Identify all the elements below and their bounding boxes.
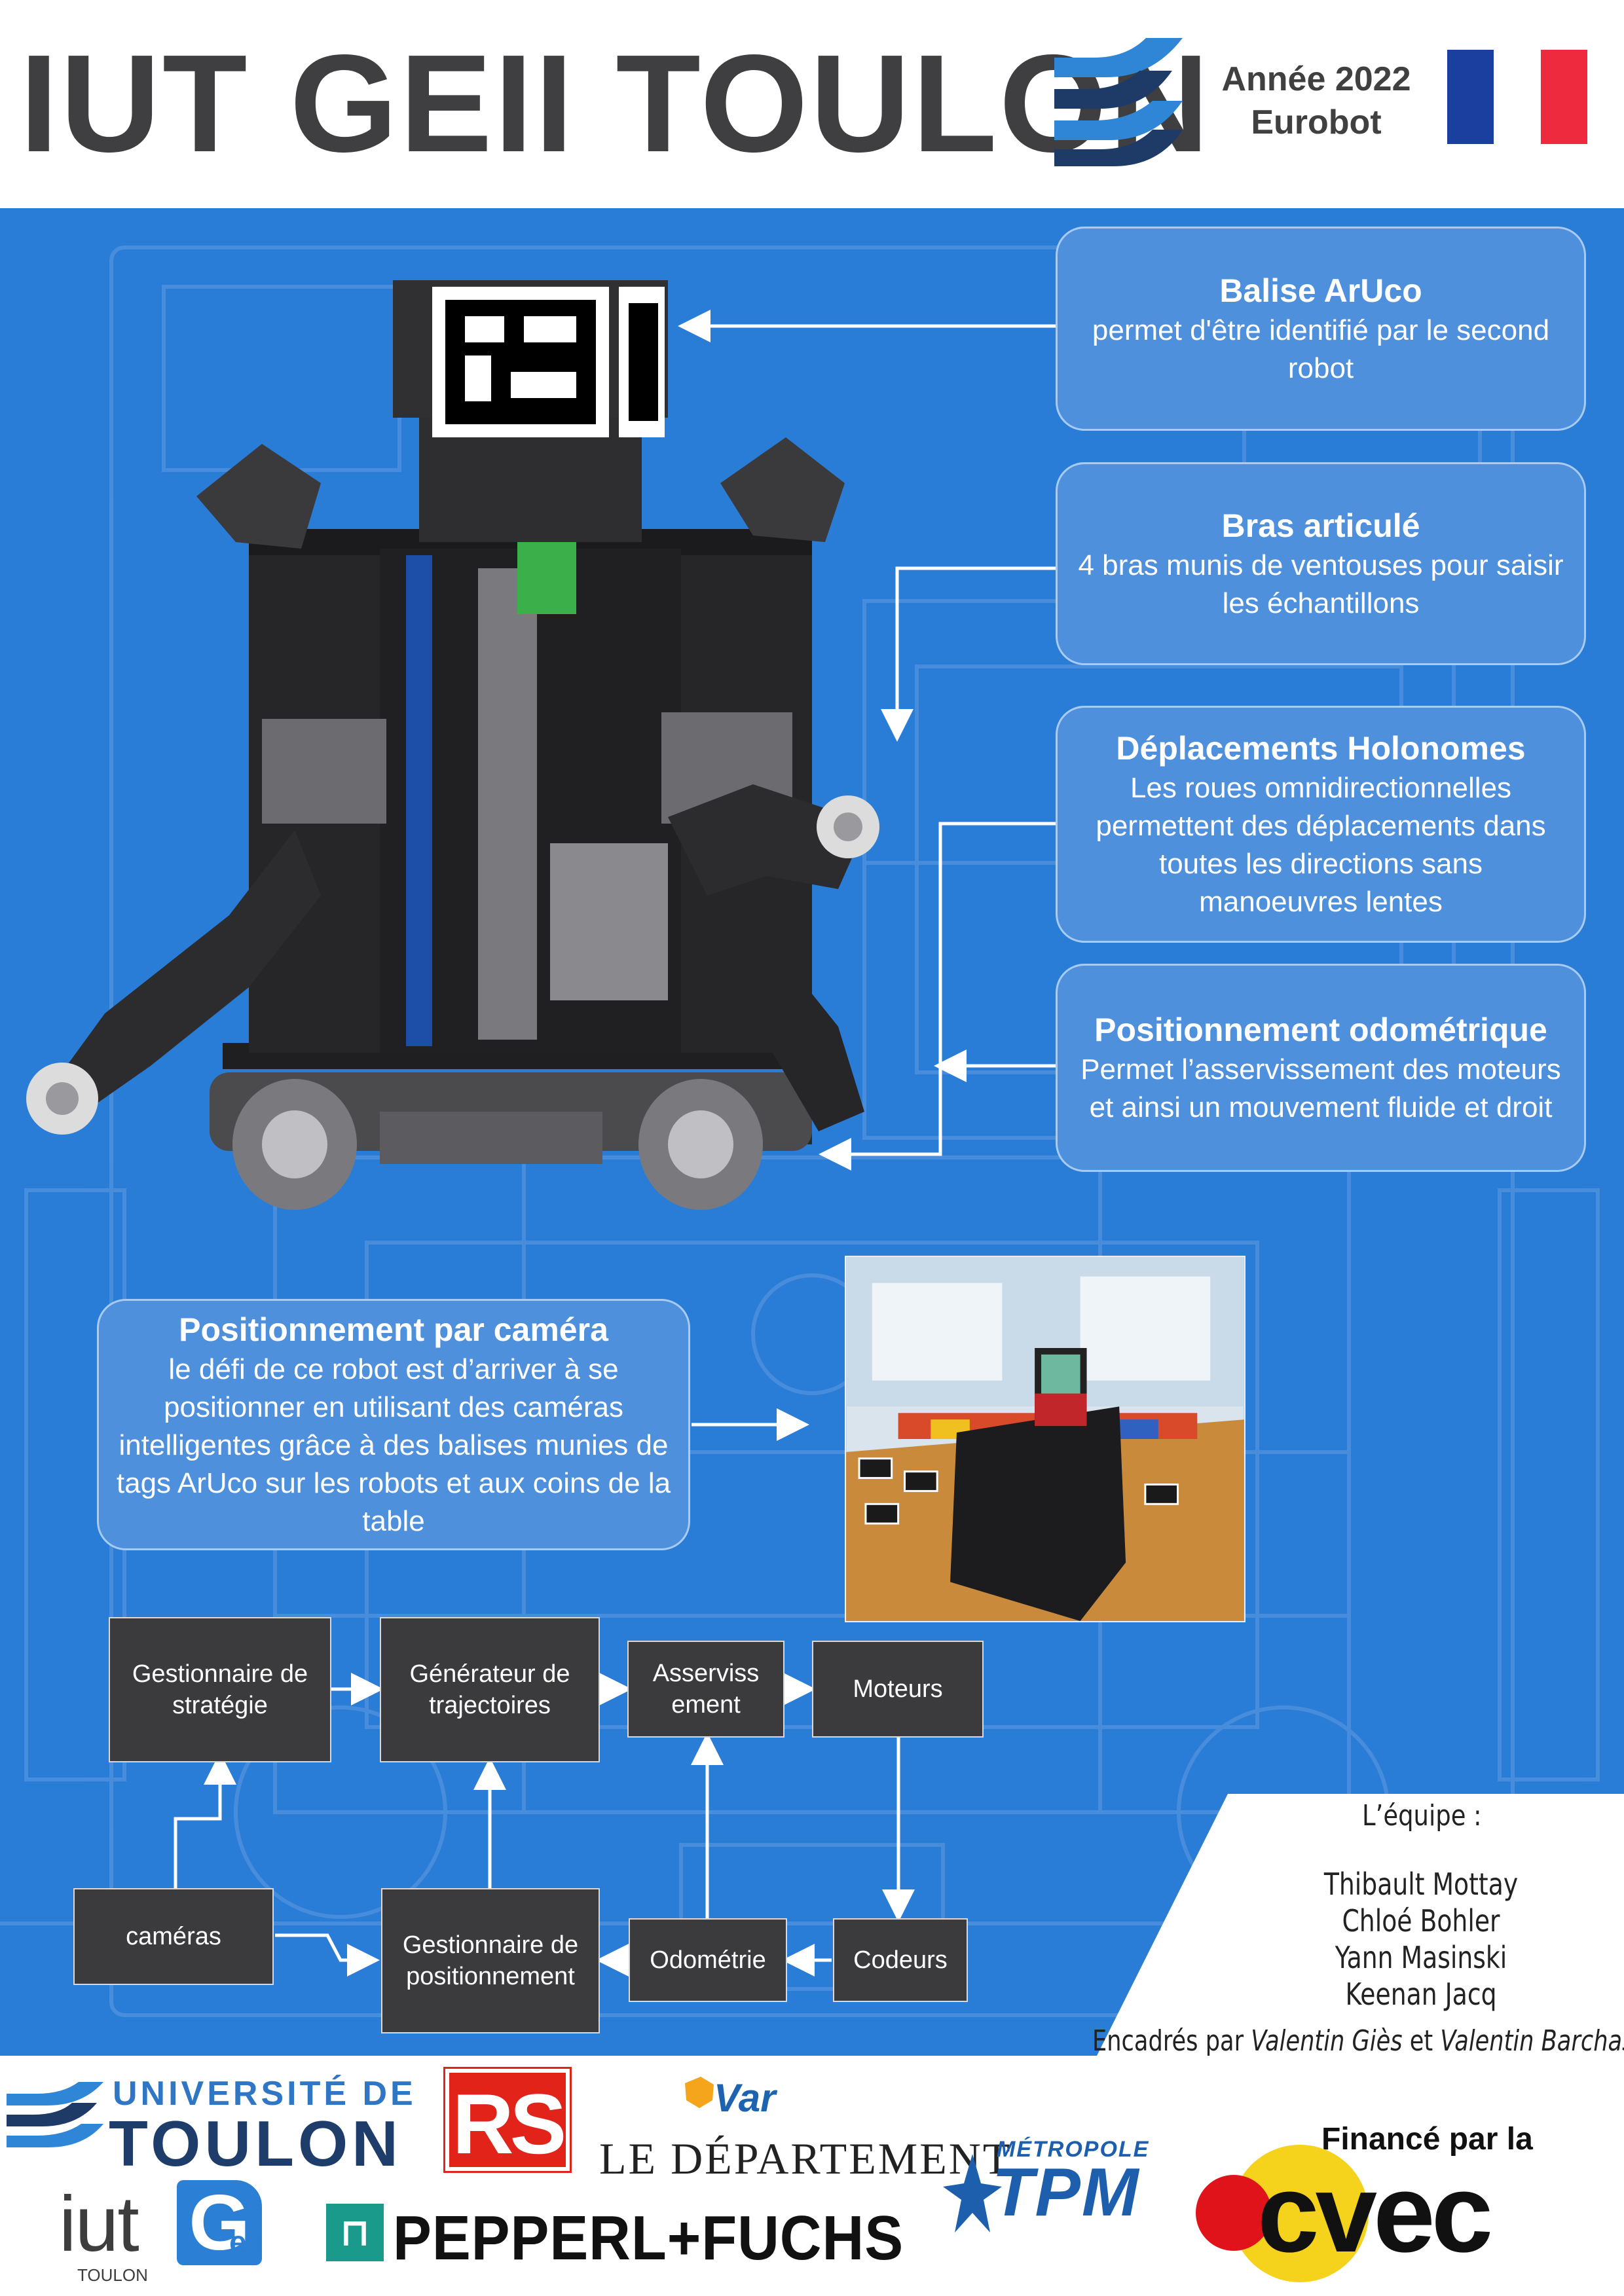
metropole-star-icon bbox=[943, 2154, 1002, 2232]
team-title: L’équipe : bbox=[1362, 1799, 1482, 1832]
callout-aruco: Balise ArUco permet d'être identifié par… bbox=[1056, 227, 1586, 431]
callout-arm-text: 4 bras munis de ventouses pour saisir le… bbox=[1078, 549, 1564, 619]
flow-box-cameras: caméras bbox=[73, 1888, 274, 1985]
callout-odometry-text: Permet l’asservissement des moteurs et a… bbox=[1080, 1053, 1561, 1123]
pepperl-fuchs-logo-icon: ⊓ bbox=[326, 2204, 384, 2261]
event-year: Année 2022 bbox=[1221, 60, 1411, 98]
page-title: IUT GEII TOULON bbox=[20, 26, 1211, 181]
supervisor-name: Valentin Giès bbox=[1251, 2024, 1403, 2058]
supervised-prefix: Encadrés par bbox=[1092, 2024, 1244, 2058]
callout-holonomic-text: Les roues omnidirectionnelles permettent… bbox=[1096, 772, 1546, 918]
sponsor-univ-line2: TOULON bbox=[109, 2107, 402, 2179]
flow-box-motors: Moteurs bbox=[812, 1641, 984, 1738]
event-info: Année 2022 Eurobot bbox=[1198, 58, 1434, 144]
supervisor-name: Valentin Barchasz bbox=[1440, 2024, 1624, 2058]
flow-box-encoders: Codeurs bbox=[833, 1918, 968, 2002]
sponsor-cvec-text: cvec bbox=[1257, 2151, 1493, 2276]
callout-camera: Positionnement par caméra le défi de ce … bbox=[97, 1299, 690, 1550]
var-map-icon bbox=[685, 2077, 714, 2108]
sponsor-tpm-text: TPM bbox=[992, 2155, 1140, 2231]
robot-render-icon bbox=[26, 280, 879, 1210]
team-member: Thibault Mottay bbox=[1323, 1867, 1519, 1902]
team-member: Chloé Bohler bbox=[1342, 1903, 1500, 1939]
sponsor-metropole-text: MÉTROPOLE bbox=[997, 2137, 1150, 2162]
flow-box-servo: Asserviss ement bbox=[627, 1641, 784, 1738]
callout-odometry-title: Positionnement odométrique bbox=[1094, 1011, 1547, 1048]
header: IUT GEII TOULON Année 2022 Eurobot bbox=[0, 0, 1624, 208]
sponsors-footer: UNIVERSITÉ DE TOULON RS Var LE DÉPARTEME… bbox=[0, 2056, 1624, 2296]
french-flag-icon bbox=[1447, 50, 1587, 144]
team-member: Keenan Jacq bbox=[1345, 1977, 1497, 2012]
cvec-red-dot-icon bbox=[1196, 2175, 1272, 2251]
callout-odometry: Positionnement odométrique Permet l’asse… bbox=[1056, 964, 1586, 1172]
sponsor-iut-text: iut bbox=[59, 2180, 139, 2268]
sponsor-pepperl-fuchs-text: PEPPERL+FUCHS bbox=[393, 2203, 904, 2273]
university-wave-logo-icon bbox=[1054, 38, 1183, 166]
flow-box-positioning: Gestionnaire de positionnement bbox=[381, 1888, 600, 2033]
callout-aruco-title: Balise ArUco bbox=[1219, 272, 1422, 309]
flow-box-trajectory: Générateur de trajectoires bbox=[380, 1617, 600, 1762]
sponsor-geii-g: G bbox=[177, 2180, 262, 2265]
flow-box-odometry: Odométrie bbox=[629, 1918, 787, 2002]
callout-arm: Bras articulé 4 bras munis de ventouses … bbox=[1056, 462, 1586, 665]
supervisor-and: et bbox=[1409, 2024, 1433, 2058]
team-members: Thibault Mottay Chloé Bohler Yann Masins… bbox=[1292, 1866, 1550, 2013]
callout-camera-text: le défi de ce robot est d’arriver à se p… bbox=[116, 1353, 671, 1537]
universite-toulon-logo-icon bbox=[7, 2082, 103, 2147]
sponsor-departement-text: LE DÉPARTEMENT bbox=[599, 2134, 1012, 2183]
sponsor-rs-logo: RS bbox=[443, 2067, 572, 2173]
funded-by-text: Financé par la bbox=[1321, 2122, 1533, 2157]
sponsor-var-text: Var bbox=[714, 2076, 776, 2120]
callout-holonomic-title: Déplacements Holonomes bbox=[1116, 730, 1526, 767]
team-member: Yann Masinski bbox=[1335, 1940, 1507, 1975]
sponsor-geii-rest: eii bbox=[229, 2225, 265, 2260]
supervisors-line: Encadrés par Valentin Giès et Valentin B… bbox=[1092, 2024, 1624, 2058]
callout-aruco-text: permet d'être identifié par le second ro… bbox=[1092, 314, 1550, 384]
flow-box-strategy: Gestionnaire de stratégie bbox=[109, 1617, 331, 1762]
callout-arm-title: Bras articulé bbox=[1221, 507, 1420, 544]
event-name: Eurobot bbox=[1251, 103, 1382, 141]
callout-holonomic: Déplacements Holonomes Les roues omnidir… bbox=[1056, 706, 1586, 943]
poster-body: Balise ArUco permet d'être identifié par… bbox=[0, 208, 1624, 2056]
sponsor-univ-line1: UNIVERSITÉ DE bbox=[113, 2075, 416, 2113]
robot-camera-photo-icon bbox=[845, 1256, 1246, 1622]
sponsor-iut-toulon-text: TOULON bbox=[77, 2265, 148, 2285]
callout-camera-title: Positionnement par caméra bbox=[179, 1311, 608, 1348]
